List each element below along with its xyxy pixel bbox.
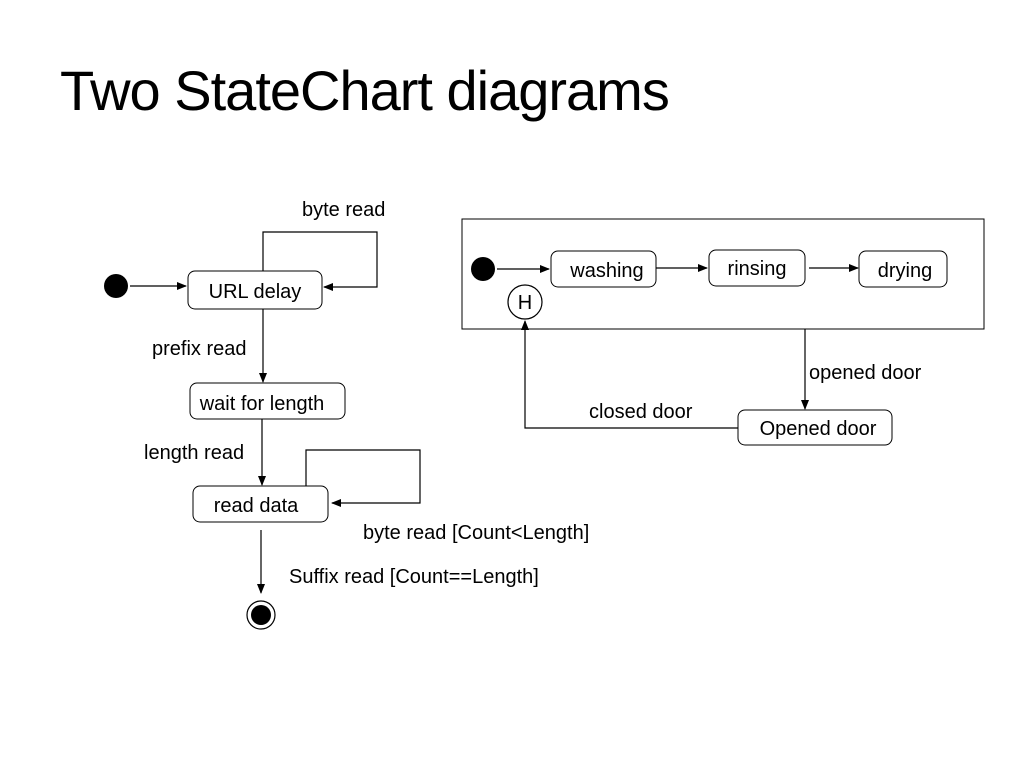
state-drying[interactable]: drying (858, 250, 948, 288)
state-opened-door-label: Opened door (760, 418, 877, 440)
transition-length-read-label: length read (144, 442, 244, 464)
history-state[interactable]: H (507, 284, 543, 320)
state-rinsing[interactable]: rinsing (708, 249, 806, 287)
state-read-data[interactable]: read data (192, 485, 329, 523)
transition-closed-door (521, 320, 738, 429)
page-title: Two StateChart diagrams (60, 59, 670, 122)
transition-opened-door-label: opened door (809, 362, 922, 384)
diagram-washing-machine: washing rinsing drying H opened door Ope… (461, 218, 985, 446)
state-url-delay-label: URL delay (209, 281, 302, 303)
state-rinsing-label: rinsing (728, 258, 787, 280)
state-opened-door[interactable]: Opened door (737, 409, 893, 446)
transition-byte-read-label: byte read (302, 199, 385, 221)
initial-state-1 (104, 274, 128, 298)
state-washing-label: washing (569, 260, 643, 282)
diagram-url-reader: URL delay byte read prefix read wait for… (104, 199, 589, 630)
transition-prefix-read-label: prefix read (152, 338, 247, 360)
state-wait-for-length[interactable]: wait for length (189, 382, 346, 420)
transition-closed-door-label: closed door (589, 401, 693, 423)
composite-state-running (461, 218, 985, 330)
initial-state-2 (471, 257, 495, 281)
state-washing[interactable]: washing (550, 250, 657, 288)
transition-suffix-read-label: Suffix read [Count==Length] (289, 566, 539, 588)
state-wait-for-length-label: wait for length (199, 393, 325, 415)
transition-byte-read-guard-label: byte read [Count<Length] (363, 522, 589, 544)
transition-byte-read-loop (262, 231, 378, 291)
state-read-data-label: read data (214, 495, 299, 517)
state-url-delay[interactable]: URL delay (187, 270, 323, 310)
state-drying-label: drying (878, 260, 932, 282)
final-state-1 (246, 600, 276, 630)
transition-byte-read-guard-loop (305, 449, 421, 507)
history-state-label: H (518, 292, 532, 314)
